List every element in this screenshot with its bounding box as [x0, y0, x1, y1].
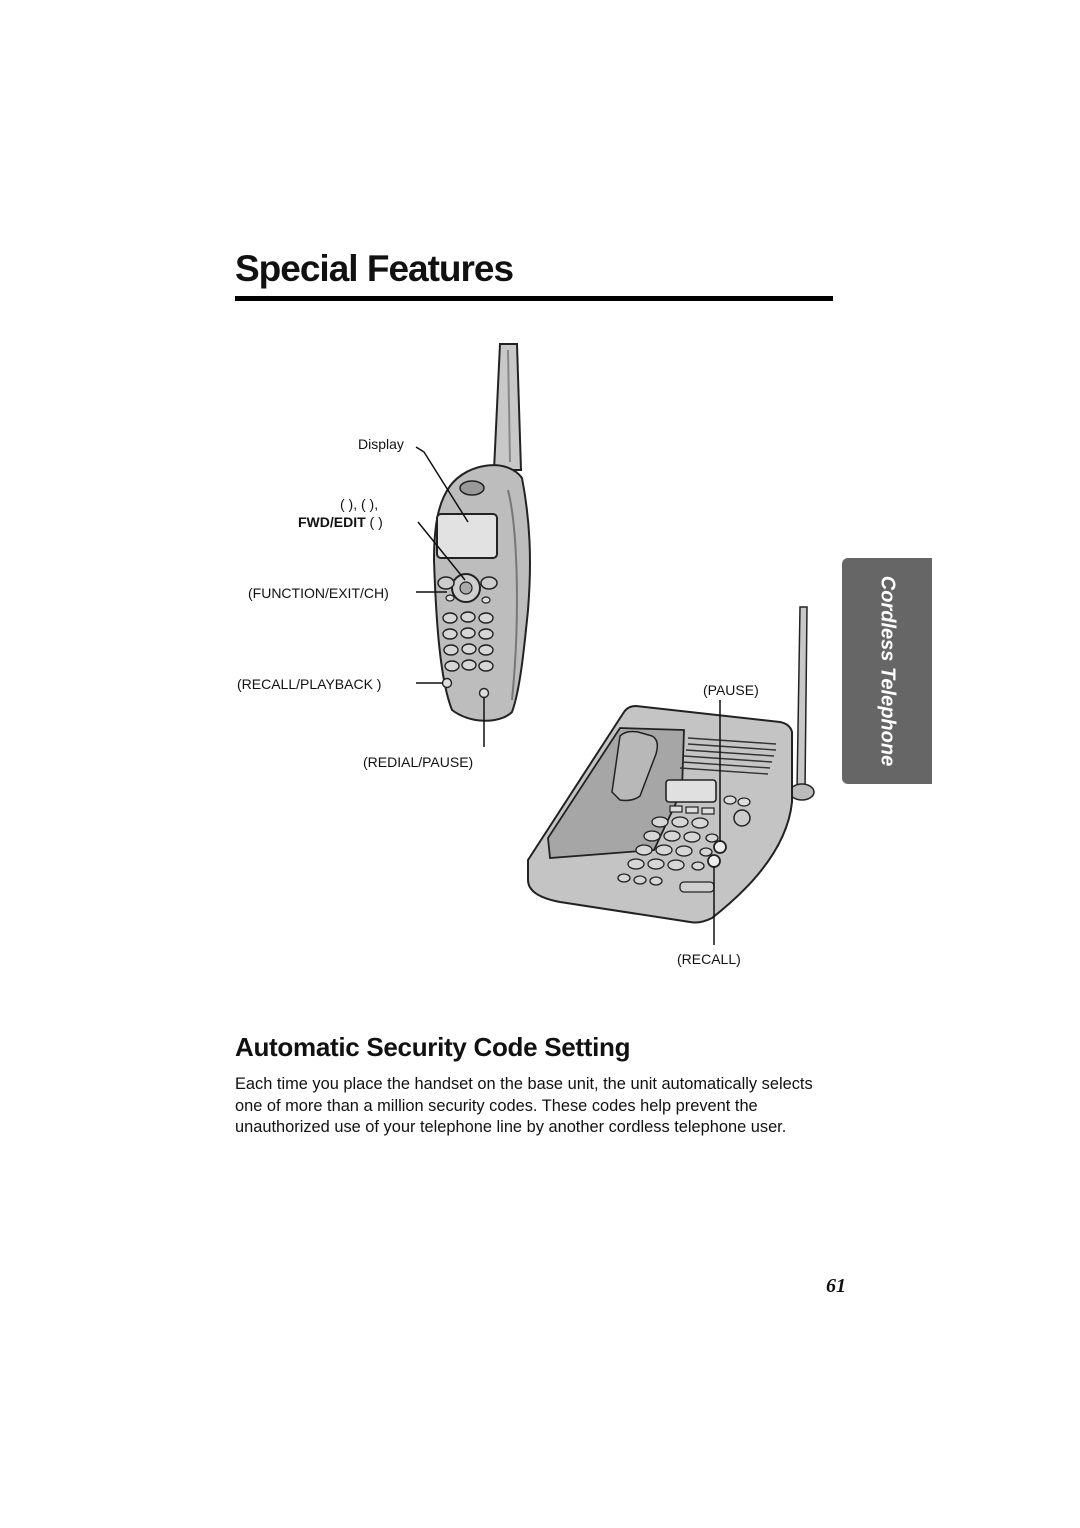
- label-pause: (PAUSE): [703, 682, 759, 698]
- label-fwd-edit-paren: ( ): [369, 514, 383, 530]
- handset-antenna: [492, 343, 523, 471]
- label-redial-pause: (REDIAL/PAUSE): [363, 754, 474, 770]
- title-rule: [235, 296, 833, 301]
- label-recall-playback: (RECALL/PLAYBACK ): [237, 676, 382, 692]
- section-body: Each time you place the handset on the b…: [235, 1075, 813, 1136]
- handset-display: [436, 513, 498, 559]
- speaker-grille: [679, 737, 777, 775]
- base-antenna: [789, 606, 815, 801]
- handset-keypad: [442, 611, 494, 672]
- label-fwd-edit: FWD/EDIT ( ): [298, 514, 383, 530]
- label-display: Display: [358, 436, 404, 452]
- label-recall: (RECALL): [677, 951, 741, 967]
- section-heading: Automatic Security Code Setting: [235, 1032, 631, 1062]
- label-arrow-keys: ( ), ( ),: [340, 496, 379, 512]
- base-keypad: [617, 816, 719, 886]
- base-callouts: [713, 700, 721, 945]
- handset-callouts: [415, 446, 485, 747]
- label-function-exit-ch: (FUNCTION/EXIT/CH): [248, 585, 389, 601]
- page-number: 61: [826, 1275, 846, 1297]
- handset: [432, 464, 531, 722]
- section-side-tab: Cordless Telephone: [842, 558, 932, 784]
- base-unit: [527, 704, 793, 924]
- page-title: Special Features: [235, 248, 514, 289]
- label-fwd-edit-key: FWD/EDIT: [298, 514, 366, 530]
